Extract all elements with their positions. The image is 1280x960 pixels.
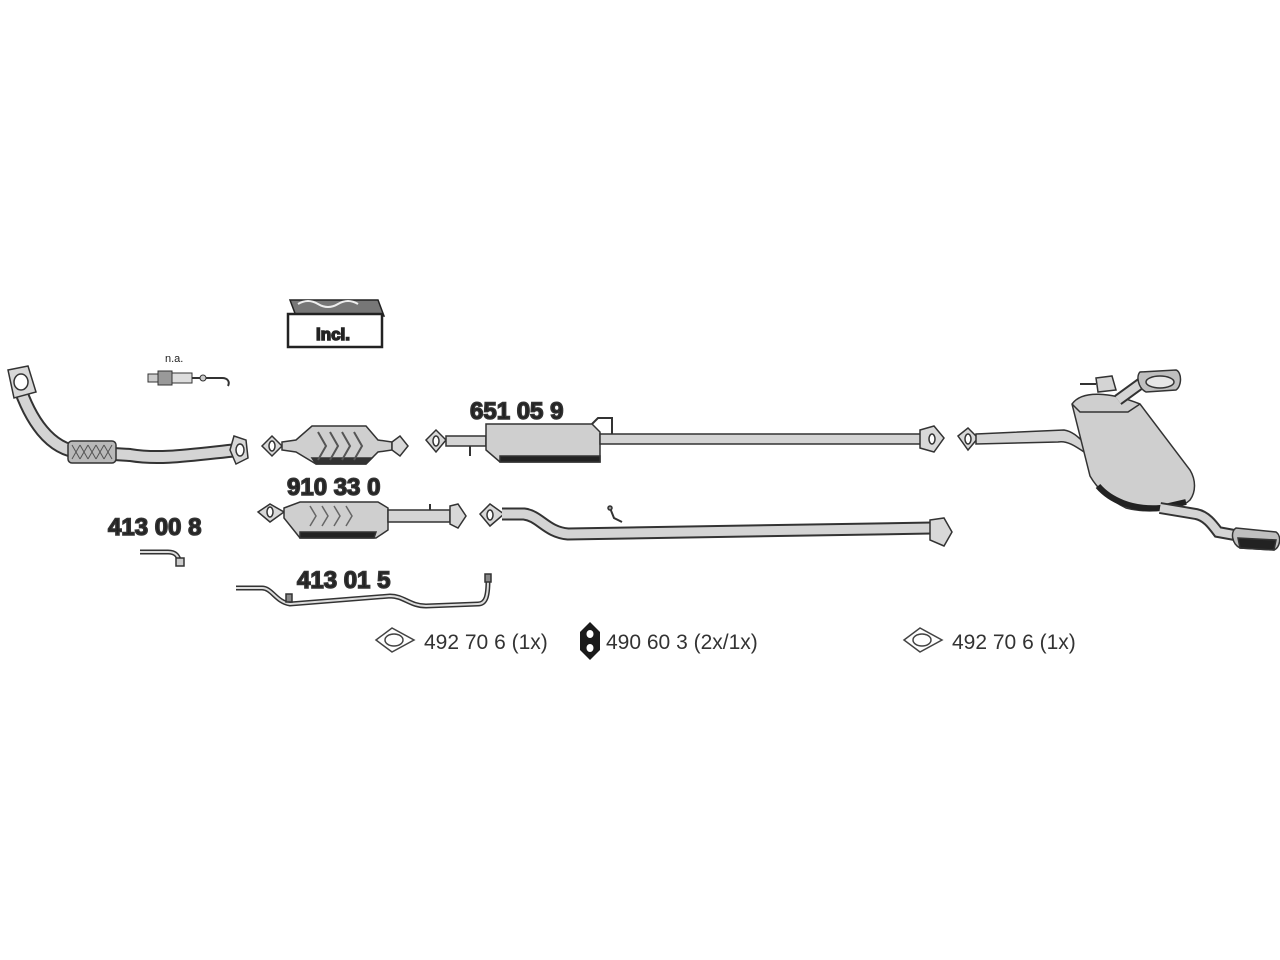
rubber-hanger-icon — [580, 622, 600, 660]
rear-muffler[interactable] — [956, 369, 1280, 551]
small-pipe-part-number: 413 00 8 — [108, 514, 201, 541]
legend-item-gasket-right[interactable]: 492 70 6 (1x) — [902, 627, 1076, 654]
catalytic-converter-lower[interactable]: 910 33 0 — [256, 473, 467, 539]
not-available-label: n.a. — [165, 353, 183, 365]
long-pipe-part-number: 413 01 5 — [297, 567, 390, 594]
catalytic-converter-upper[interactable] — [260, 425, 409, 465]
hardware-kit-box[interactable]: incl. — [286, 299, 386, 349]
legend-text-gasket-left: 492 70 6 (1x) — [424, 631, 548, 654]
legend-text-hanger: 490 60 3 (2x/1x) — [606, 631, 758, 654]
small-pipe[interactable]: 413 00 8 — [107, 513, 202, 567]
gasket-ring-icon — [374, 627, 416, 653]
front-muffler-section[interactable]: 651 05 9 — [424, 397, 945, 463]
lower-catalyst-part-number: 910 33 0 — [287, 474, 380, 501]
intermediate-pipe[interactable] — [478, 503, 953, 547]
long-pipe[interactable]: 413 01 5 — [236, 566, 492, 609]
front-muffler-part-number: 651 05 9 — [470, 398, 563, 425]
legend-item-gasket-left[interactable]: 492 70 6 (1x) — [374, 627, 548, 654]
included-label: incl. — [316, 325, 350, 344]
lambda-sensor[interactable]: n.a. — [147, 353, 230, 387]
legend: 492 70 6 (1x) 490 60 3 (2x/1x) 492 70 6 … — [374, 622, 1076, 660]
legend-text-gasket-right: 492 70 6 (1x) — [952, 631, 1076, 654]
gasket-ring-icon — [902, 627, 944, 653]
front-downpipe[interactable] — [7, 365, 249, 466]
legend-item-hanger[interactable]: 490 60 3 (2x/1x) — [580, 622, 758, 660]
